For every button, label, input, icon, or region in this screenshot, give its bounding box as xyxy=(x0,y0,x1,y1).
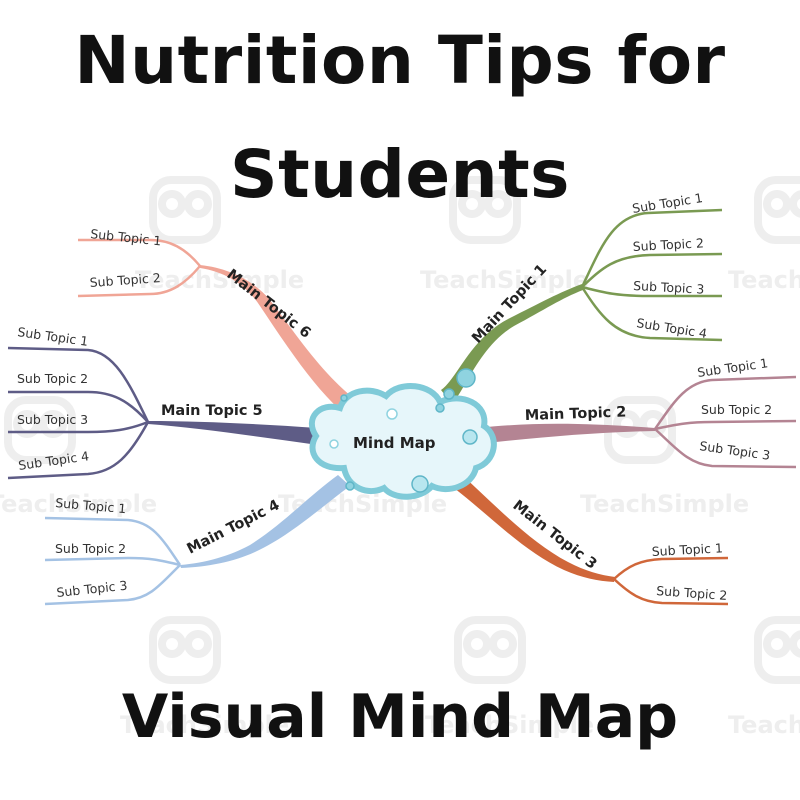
owl-icon xyxy=(149,616,221,684)
sub-topic-label: Sub Topic 2 xyxy=(89,270,161,290)
sub-branch-line xyxy=(580,286,723,342)
owl-icon xyxy=(449,176,521,244)
branch-ribbon xyxy=(454,475,615,582)
bubble-decoration xyxy=(345,481,355,491)
sub-topic-label: Sub Topic 1 xyxy=(55,495,127,516)
watermark-text: TeachSimple xyxy=(420,266,589,294)
sub-topic-label: Sub Topic 2 xyxy=(656,583,728,603)
branch-main-topic-6: Main Topic 6 Sub Topic 1 Sub Topic 2 xyxy=(77,226,352,410)
bubble-decoration xyxy=(456,368,476,388)
owl-icon xyxy=(454,616,526,684)
watermark-text: TeachSimple xyxy=(120,711,289,739)
branch-ribbon xyxy=(441,284,583,404)
owl-icon xyxy=(4,396,76,464)
sub-branch-line xyxy=(7,346,150,423)
sub-topic-label: Sub Topic 3 xyxy=(633,278,705,297)
sub-branch-line xyxy=(44,556,181,567)
bubble-decoration xyxy=(386,408,398,420)
sub-branch-line xyxy=(77,265,201,298)
sub-topic-label: Sub Topic 2 xyxy=(17,371,88,386)
sub-branch-line xyxy=(78,238,201,267)
branch-ribbon xyxy=(200,265,352,410)
sub-branch-line xyxy=(654,428,797,469)
branch-ribbon xyxy=(180,475,350,568)
watermark-text: TeachSimple xyxy=(728,266,800,294)
center-label: Mind Map xyxy=(353,434,436,452)
sub-branch-line xyxy=(8,390,149,423)
branch-ribbon xyxy=(478,423,655,444)
central-node: Mind Map xyxy=(308,368,497,500)
sub-topic-label: Sub Topic 2 xyxy=(632,235,704,254)
sub-topic-label: Sub Topic 1 xyxy=(651,540,723,559)
sub-topic-label: Sub Topic 4 xyxy=(17,448,90,473)
sub-topic-label: Sub Topic 3 xyxy=(56,578,128,600)
main-topic-label: Main Topic 5 xyxy=(161,403,263,419)
sub-branch-line xyxy=(580,208,723,288)
sub-branch-line xyxy=(613,556,729,580)
branch-main-topic-1: Main Topic 1 Sub Topic 1 Sub Topic 2 Sub… xyxy=(441,190,723,404)
watermark-text: TeachSimple xyxy=(580,490,749,518)
sub-branch-line xyxy=(581,285,722,298)
bubble-decoration xyxy=(435,403,445,413)
bubble-decoration xyxy=(329,439,339,449)
sub-branch-line xyxy=(8,420,149,434)
main-topic-label: Main Topic 4 xyxy=(185,497,283,557)
sub-topic-label: Sub Topic 2 xyxy=(701,402,772,417)
owl-icon xyxy=(754,176,800,244)
sub-branch-line xyxy=(44,516,182,566)
sub-topic-label: Sub Topic 2 xyxy=(55,541,126,556)
sub-topic-label: Sub Topic 1 xyxy=(90,226,162,248)
sub-topic-label: Sub Topic 3 xyxy=(17,412,88,427)
main-topic-label: Main Topic 2 xyxy=(525,404,627,424)
sub-branch-line xyxy=(581,252,723,288)
bubble-decoration xyxy=(411,475,429,493)
cloud-shape xyxy=(308,382,497,500)
sub-branch-line xyxy=(44,564,181,606)
sub-branch-line xyxy=(654,419,797,431)
owl-icon xyxy=(754,616,800,684)
page-title-line-2: Students xyxy=(230,136,570,213)
sub-branch-line xyxy=(653,375,797,430)
sub-topic-label: Sub Topic 1 xyxy=(696,355,769,380)
footer-caption: Visual Mind Map xyxy=(121,682,679,752)
page-title-line-1: Nutrition Tips for xyxy=(74,22,726,99)
bubble-decoration xyxy=(340,394,348,402)
branch-main-topic-2: Main Topic 2 Sub Topic 1 Sub Topic 2 Sub… xyxy=(478,355,797,469)
sub-branch-line xyxy=(613,578,729,606)
sub-branch-line xyxy=(7,421,150,480)
watermark-owl-icons xyxy=(4,176,800,684)
watermark-text: TeachSimple xyxy=(425,711,594,739)
bubble-decoration xyxy=(443,388,455,400)
watermark-text: TeachSimple xyxy=(0,490,157,518)
sub-topic-label: Sub Topic 3 xyxy=(699,438,772,463)
branch-ribbon xyxy=(148,421,318,445)
bubble-decoration xyxy=(462,429,478,445)
sub-topic-label: Sub Topic 1 xyxy=(17,324,90,349)
watermark-text: TeachSimple xyxy=(728,711,800,739)
owl-icon xyxy=(149,176,221,244)
